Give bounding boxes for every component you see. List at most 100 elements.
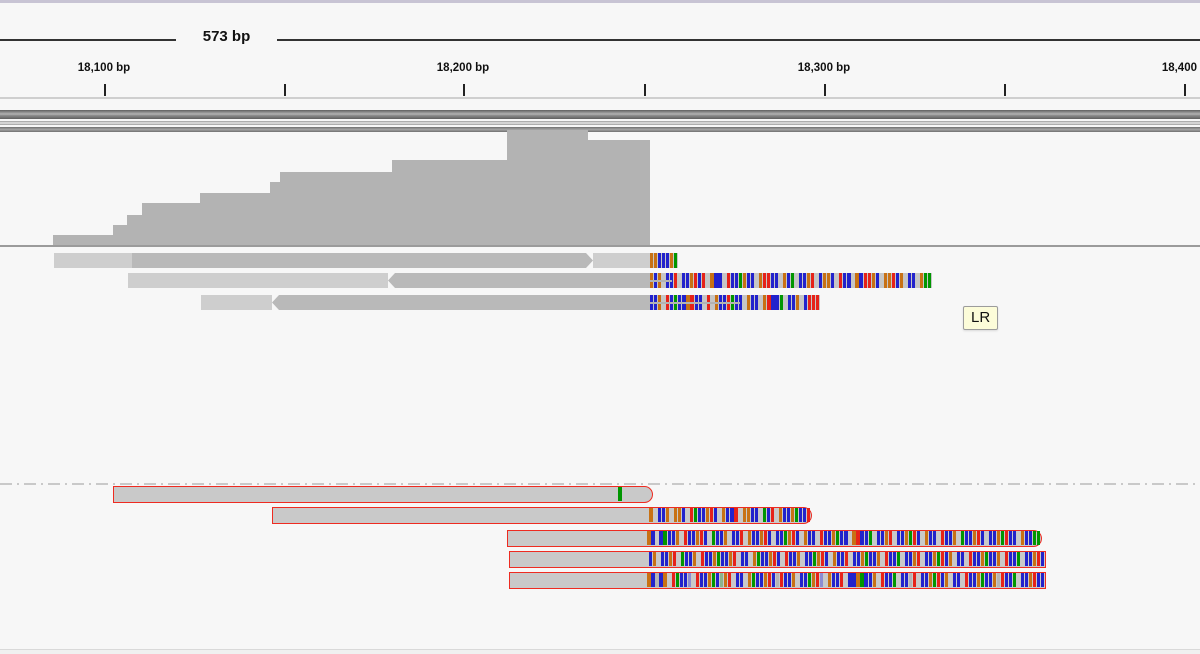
mismatch-base (762, 508, 766, 522)
mismatch-base (739, 573, 743, 587)
short-read[interactable] (128, 273, 932, 288)
mismatch-base (993, 531, 997, 545)
mismatch-base (701, 552, 705, 566)
mismatch-base (698, 273, 702, 288)
scale-bar-line-right (277, 39, 1200, 41)
mismatch-base (989, 552, 993, 566)
mismatch-base (905, 552, 909, 566)
mismatch-base (820, 573, 824, 587)
mismatch-base (775, 295, 779, 310)
mismatch-base (681, 508, 685, 522)
mismatch-base (837, 552, 841, 566)
mismatch-base (812, 531, 816, 545)
mismatch-base (912, 531, 916, 545)
scale-bar-label: 573 bp (202, 28, 251, 45)
mismatch-base (789, 552, 793, 566)
short-read[interactable] (54, 253, 678, 268)
mismatch-base (747, 531, 752, 545)
mismatch-base (803, 295, 807, 310)
mismatch-base (819, 273, 823, 288)
mismatch-base (659, 573, 663, 587)
mismatch-base (755, 531, 760, 545)
mismatch-base (788, 573, 792, 587)
mismatch-base (841, 552, 845, 566)
coverage-bar (113, 225, 127, 245)
mismatch-base (811, 273, 815, 288)
annotation-band[interactable] (0, 121, 1200, 125)
mismatch-base (1033, 552, 1037, 566)
mismatch-base (796, 531, 800, 545)
mismatch-base (957, 552, 961, 566)
insertion-mark (618, 487, 622, 501)
mismatch-base (1013, 552, 1017, 566)
mismatch-base (825, 552, 829, 566)
mismatch-base (693, 508, 698, 522)
mismatch-base (912, 573, 916, 587)
mismatch-base (1029, 573, 1033, 587)
mismatch-base (807, 273, 811, 288)
mismatch-base (908, 531, 912, 545)
mismatch-base (808, 531, 812, 545)
mismatch-base (807, 508, 811, 522)
mismatch-base (969, 552, 973, 566)
mismatch-base (952, 573, 957, 587)
mismatch-base (745, 552, 749, 566)
mismatch-base (715, 573, 719, 587)
mismatch-base (944, 573, 948, 587)
mismatch-base (1001, 531, 1005, 545)
mismatch-base (908, 573, 912, 587)
mismatch-base (917, 552, 921, 566)
mismatch-base (936, 573, 940, 587)
mismatch-base (969, 531, 973, 545)
mismatch-base (1021, 573, 1025, 587)
mismatch-base (821, 552, 825, 566)
mismatch-base (797, 552, 801, 566)
ruler-tick-label: 18,300 bp (797, 62, 851, 74)
mismatch-base (707, 573, 711, 587)
mismatch-base (997, 552, 1001, 566)
mismatch-base (734, 273, 738, 288)
short-read[interactable] (201, 295, 820, 310)
mismatch-base (698, 508, 702, 522)
mismatch-base (900, 531, 904, 545)
mismatch-base (904, 531, 908, 545)
lr-read[interactable] (113, 486, 653, 503)
mismatch-base (887, 273, 891, 288)
mismatch-base (731, 531, 735, 545)
mismatch-base (1001, 573, 1005, 587)
mismatch-base (985, 552, 989, 566)
deletion-line (650, 301, 740, 304)
mismatch-base (860, 573, 864, 587)
lr-read[interactable] (507, 530, 1042, 547)
mismatch-base (769, 552, 773, 566)
mismatch-base (816, 573, 820, 587)
mismatch-base (705, 552, 709, 566)
mismatch-base (735, 573, 739, 587)
mismatch-base (1005, 552, 1009, 566)
lr-read[interactable] (509, 551, 1046, 568)
mismatch-base (661, 552, 665, 566)
mismatch-base (863, 273, 867, 288)
mismatch-base (1041, 552, 1045, 566)
mismatch-base (780, 573, 784, 587)
mismatch-base (777, 552, 781, 566)
mismatch-base (647, 573, 651, 587)
mismatch-base (809, 552, 813, 566)
mismatch-base (868, 531, 872, 545)
mismatch-base (671, 573, 675, 587)
read-segment (272, 295, 650, 310)
mismatch-base (884, 573, 888, 587)
lr-read[interactable] (272, 507, 812, 524)
mismatch-base (730, 508, 734, 522)
window-top-border (0, 0, 1200, 3)
gene-track-band[interactable] (0, 127, 1200, 132)
mismatch-base (738, 273, 742, 288)
mismatch-base (763, 531, 768, 545)
mismatch-base (746, 273, 750, 288)
mismatch-base (711, 573, 715, 587)
mismatch-base (653, 552, 657, 566)
mismatch-base (1041, 573, 1045, 587)
sequence-track-band[interactable] (0, 110, 1200, 119)
lr-read[interactable] (509, 572, 1046, 589)
mismatch-base (927, 273, 932, 288)
